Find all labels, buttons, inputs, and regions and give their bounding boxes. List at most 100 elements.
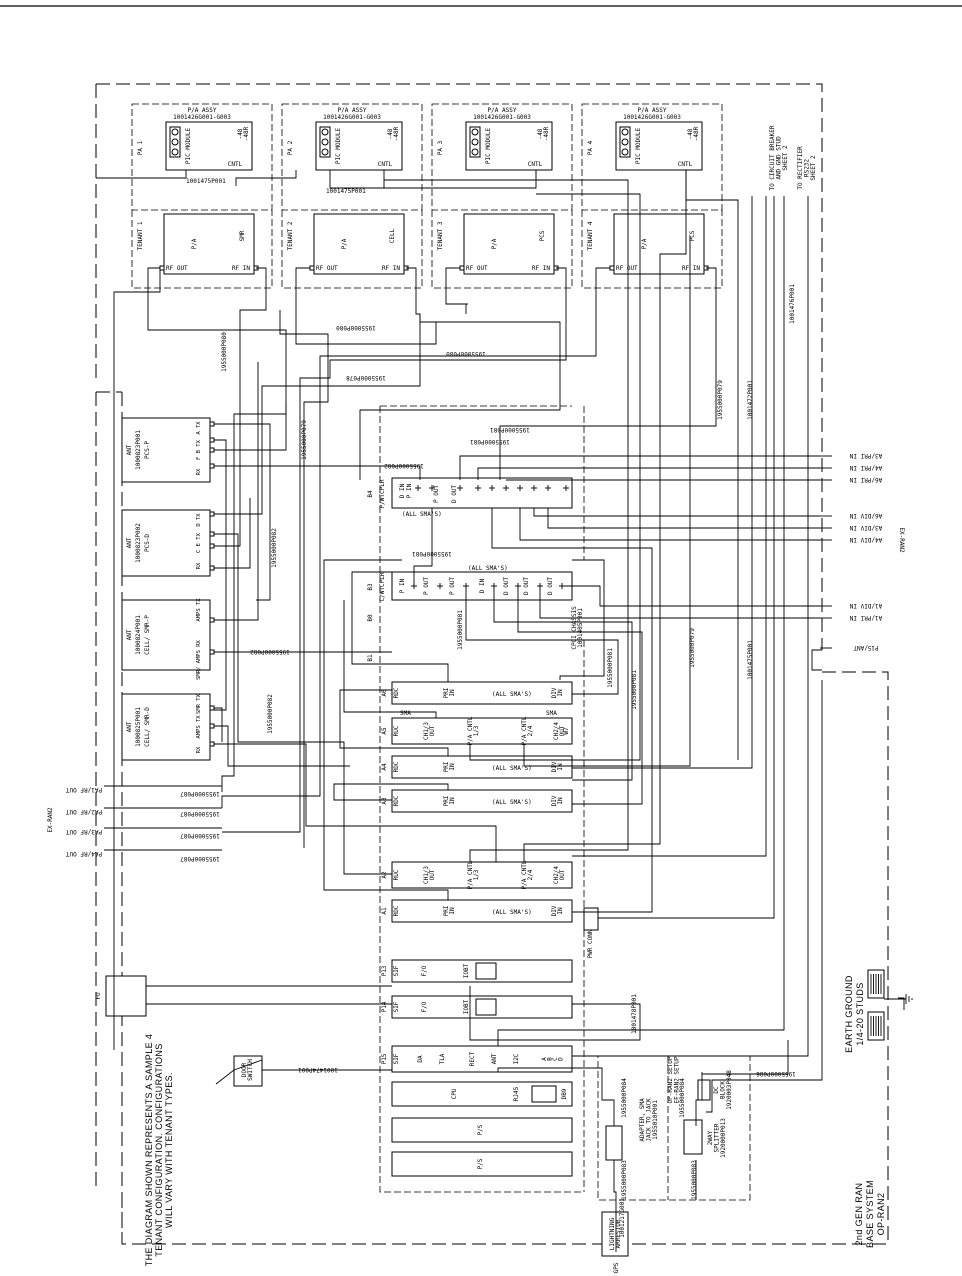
module-name: RDC — [393, 761, 400, 772]
external-port-label: PA2/RF OUT — [66, 808, 103, 815]
system-enclosure — [95, 83, 889, 1245]
module-name: RUC — [393, 725, 400, 736]
port-label: D IN — [479, 578, 486, 593]
ch13-out: CH1/3OUT — [423, 722, 436, 740]
configuration-note: THE DIAGRAM SHOWN REPRESENTS A SAMPLE 4T… — [144, 1034, 174, 1267]
cable-label: 1001476P001 — [789, 284, 796, 324]
cable-label: 1955000P081 — [631, 670, 638, 710]
pa-cntl-24: P/A CNTL2/4 — [521, 716, 534, 745]
wire — [523, 170, 687, 862]
op-setup-label: OP-RAN2 SETUPEF-RAN2 SETUP — [667, 1056, 681, 1103]
antenna-id: ANT — [126, 721, 133, 732]
adapter-label: ADAPTER, SMAJACK TO JACK1955010P001 — [639, 1098, 659, 1142]
pa-name: P/A — [491, 238, 498, 249]
rf-in-label: RF IN — [532, 265, 550, 272]
dc-block-label: DCBLOCK1920003P048 — [713, 1070, 733, 1110]
slot-label: P13 — [381, 965, 388, 976]
power-amplifier — [463, 213, 555, 275]
module-name: RDC — [393, 795, 400, 806]
pic-cntl: CNTL — [678, 161, 693, 168]
external-port-label: PA1/RF OUT — [66, 786, 103, 793]
slot-label: A4 — [381, 763, 388, 771]
power-supply — [391, 1117, 573, 1143]
wire — [499, 267, 717, 480]
iobt-port — [475, 962, 497, 980]
connector-square — [209, 705, 215, 711]
wire — [215, 1059, 263, 1085]
connector-square — [209, 437, 215, 443]
splitter — [683, 1119, 703, 1155]
rj45-label: RJ45 — [513, 1086, 520, 1101]
da-label: DA — [417, 1055, 424, 1063]
cable-label: 1955000P082 — [384, 462, 424, 469]
div-in: DIVIN — [551, 761, 564, 772]
sma-note: (ALL SMA'S) — [492, 691, 532, 698]
tla-label: TLA — [439, 1053, 446, 1064]
connector-square — [159, 265, 165, 271]
tenant-label: TENANT 2 — [287, 221, 294, 250]
pa-assy-title: P/A ASSY — [188, 107, 217, 114]
tenant-frame — [131, 210, 273, 289]
pri-in: PRIIN — [443, 905, 456, 916]
slot-label: A6 — [381, 689, 388, 697]
iobt-port — [475, 998, 497, 1016]
cable-label: 1955000P078 — [346, 374, 386, 381]
connector-square — [209, 617, 215, 623]
wire — [359, 314, 561, 480]
cable-label: 1955000P083 — [621, 1160, 628, 1200]
cable-label: 1001475P001 — [326, 188, 366, 195]
gps-label: GPS — [613, 1262, 620, 1273]
fo-label: F/O — [421, 1001, 428, 1012]
cable-label: 1955000P086 — [756, 1070, 796, 1077]
fo-label: FO — [95, 992, 102, 1000]
splitter-label: 2WAYSPLITTER1920000P013 — [707, 1118, 727, 1158]
wire — [572, 196, 767, 857]
rf-out-label: RF OUT — [616, 265, 638, 272]
antenna-id: ANT — [126, 629, 133, 640]
fo-box — [105, 975, 147, 1017]
cable-label: 1955000P087 — [180, 855, 220, 862]
external-port-label: A4/PRI IN — [849, 464, 882, 471]
antenna-part: 1000823P002 — [135, 523, 142, 563]
wire — [96, 170, 187, 179]
rdc-module — [391, 681, 573, 705]
wire — [214, 402, 287, 451]
external-port-label: P15/ANT — [853, 644, 879, 651]
connector-square — [209, 741, 215, 747]
pa-assy-part: 1001426G001-G003 — [473, 114, 531, 121]
door-switch-label: DOORSWITCH — [241, 1059, 254, 1081]
cable-label: 1955000P079 — [689, 628, 696, 668]
rdc-module — [391, 899, 573, 923]
rf-in-label: RF IN — [232, 265, 250, 272]
cable-label: 1955000P082 — [267, 694, 274, 734]
slot-label: P14 — [381, 1001, 388, 1012]
pwr-conn-label: PWR CONN — [587, 929, 594, 958]
pic-module-label: PIC MODULE — [185, 128, 192, 165]
cable-label: 1955000P081 — [412, 550, 452, 557]
wire — [493, 586, 633, 781]
circuit-breaker-note: TO CIRCUIT BREAKERAND GND STUDSHEET 2 — [769, 125, 789, 190]
wire — [384, 179, 629, 862]
rf-in-label: RF IN — [682, 265, 700, 272]
wire — [214, 423, 271, 601]
wire — [323, 559, 449, 900]
pic-pin — [321, 148, 329, 156]
ruc-module — [391, 861, 573, 889]
antenna-box — [121, 693, 211, 761]
connector-square — [309, 265, 315, 271]
lightning-arrestor — [601, 1211, 629, 1257]
slot-label: A2 — [381, 871, 388, 879]
wire — [562, 585, 820, 607]
wire — [811, 649, 822, 671]
connector-square — [209, 421, 215, 427]
wire — [351, 571, 449, 682]
wire — [445, 267, 468, 305]
pic-pins: -48-48R — [687, 126, 700, 141]
ruc-module — [391, 717, 573, 745]
cable-label: 1955000P083 — [691, 1160, 698, 1200]
wire — [214, 439, 227, 711]
antenna-port: AMPS TX — [196, 598, 202, 622]
slot-label: B4 — [367, 490, 374, 498]
